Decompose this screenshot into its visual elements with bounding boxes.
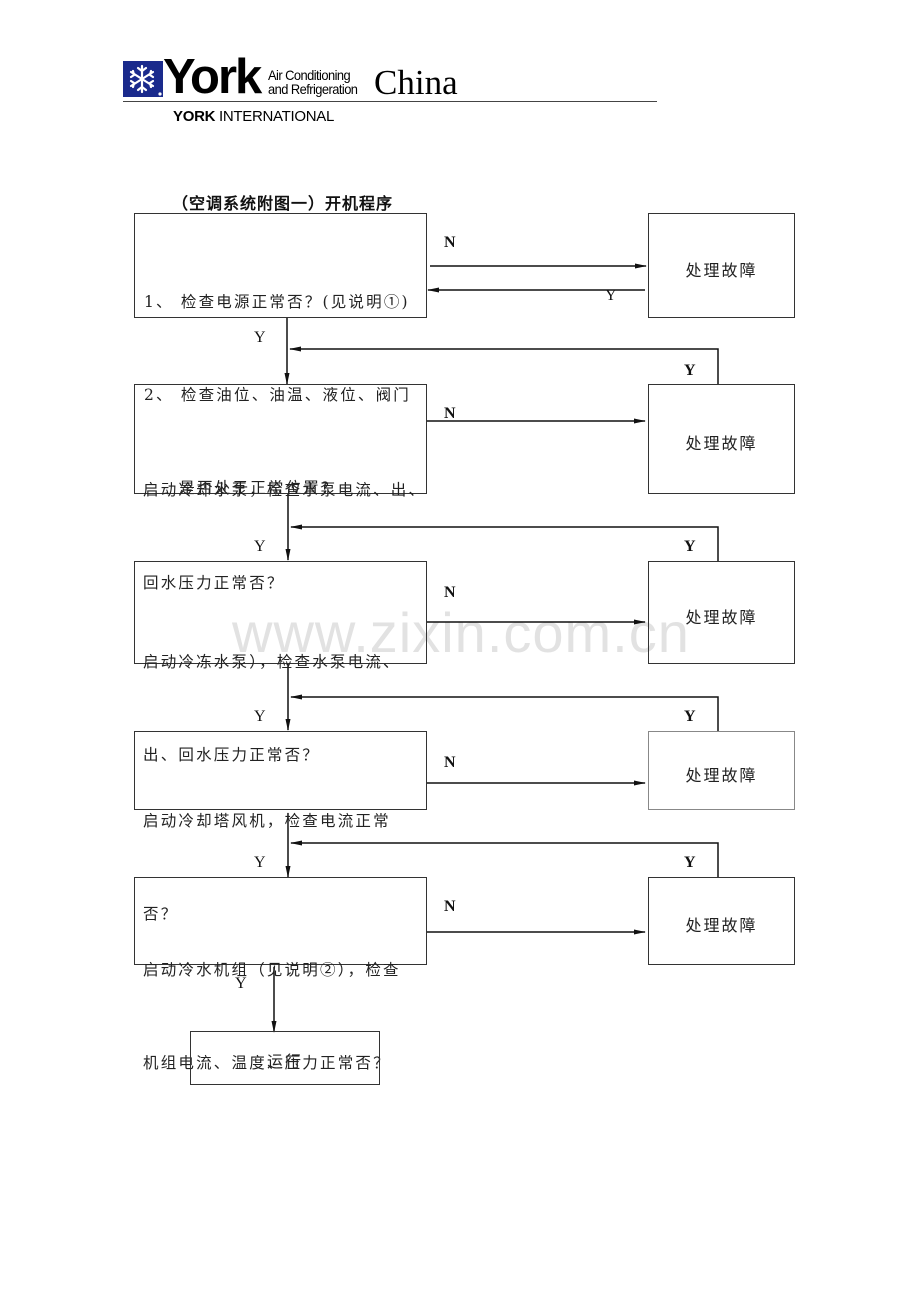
- run-box: 运行: [190, 1031, 380, 1085]
- no-label-3: N: [444, 584, 456, 601]
- company-name-bold: YORK: [173, 108, 216, 125]
- yes-label-step-1: Y: [254, 329, 266, 346]
- yes-label-return-1: Y: [684, 362, 696, 379]
- logo-region: China: [374, 63, 458, 102]
- fault-box-2: 处理故障: [648, 384, 795, 494]
- step-2-line-1: 启动冷却水泵，检查水泵电流、出、: [143, 481, 427, 499]
- step-1-line-3: 是否处于正常位置？: [144, 479, 339, 497]
- no-label-2: N: [444, 405, 456, 422]
- logo-brand: York: [163, 50, 262, 104]
- fault-label-1: 处理故障: [685, 261, 758, 280]
- no-label-5: N: [444, 898, 456, 915]
- fault-box-5: 处理故障: [648, 877, 795, 965]
- no-label-1: N: [444, 234, 456, 251]
- step-3-line-2: 出、回水压力正常否？: [143, 746, 321, 764]
- yes-label-return-4: Y: [684, 854, 696, 871]
- york-snowflake-logo-icon: [123, 61, 163, 97]
- step-5-line-2: 机组电流、温度、压力正常否？: [143, 1054, 391, 1072]
- fault-return-4: [290, 840, 719, 878]
- fault-label-3: 处理故障: [685, 608, 758, 627]
- step-1-line-2: 2、 检查油位、油温、液位、阀门: [144, 386, 411, 404]
- step-box-4: 启动冷却塔风机，检查电流正常 否？: [134, 731, 427, 923]
- yes-label-step-2: Y: [254, 538, 266, 555]
- company-name: YORK INTERNATIONAL: [173, 108, 334, 125]
- no-label-4: N: [444, 754, 456, 771]
- fault-return-2: [290, 524, 719, 561]
- step-2-line-2: 回水压力正常否？: [143, 574, 285, 592]
- diagram-title: （空调系统附图一）开机程序: [172, 194, 394, 213]
- yes-label-return-2: Y: [684, 538, 696, 555]
- step-3-line-1: 启动冷冻水泵），检查水泵电流、: [143, 653, 401, 671]
- fault-return-3: [290, 694, 719, 731]
- step-box-1: 1、 检查电源正常否？(见说明①) 2、 检查油位、油温、液位、阀门 是否处于正…: [134, 213, 427, 497]
- logo-tagline: Air Conditioning and Refrigeration: [268, 67, 358, 97]
- yes-label-return-3: Y: [684, 708, 696, 725]
- fault-box-4: 处理故障: [648, 731, 795, 810]
- company-name-rest: INTERNATIONAL: [215, 108, 335, 125]
- step-1-line-1: 1、 检查电源正常否？(见说明①): [144, 293, 410, 311]
- yes-label-step-3: Y: [254, 708, 266, 725]
- yes-label-fault-1: Y: [605, 287, 617, 304]
- step-4-line-1: 启动冷却塔风机，检查电流正常: [143, 812, 391, 830]
- run-label: 运行: [266, 1052, 303, 1071]
- yes-label-step-4: Y: [254, 854, 266, 871]
- yes-label-step-5: Y: [235, 975, 247, 992]
- fault-return-1: [289, 346, 719, 384]
- step-5-line-1: 启动冷水机组（见说明②），检查: [143, 961, 401, 979]
- fault-label-2: 处理故障: [685, 434, 758, 453]
- fault-label-5: 处理故障: [685, 916, 758, 935]
- logo-tagline-line1: Air Conditioning: [268, 67, 351, 83]
- fault-label-4: 处理故障: [685, 766, 758, 785]
- fault-box-1: 处理故障: [648, 213, 795, 318]
- step-box-5: 启动冷水机组（见说明②），检查 机组电流、温度、压力正常否？: [134, 877, 427, 1072]
- header-divider: [123, 101, 657, 102]
- fault-box-3: 处理故障: [648, 561, 795, 664]
- logo-tagline-line2: and Refrigeration: [268, 81, 358, 97]
- step-box-3: 启动冷冻水泵），检查水泵电流、 出、回水压力正常否？: [134, 561, 427, 764]
- step-box-2: 启动冷却水泵，检查水泵电流、出、 回水压力正常否？: [134, 384, 427, 592]
- step-4-line-2: 否？: [143, 905, 179, 923]
